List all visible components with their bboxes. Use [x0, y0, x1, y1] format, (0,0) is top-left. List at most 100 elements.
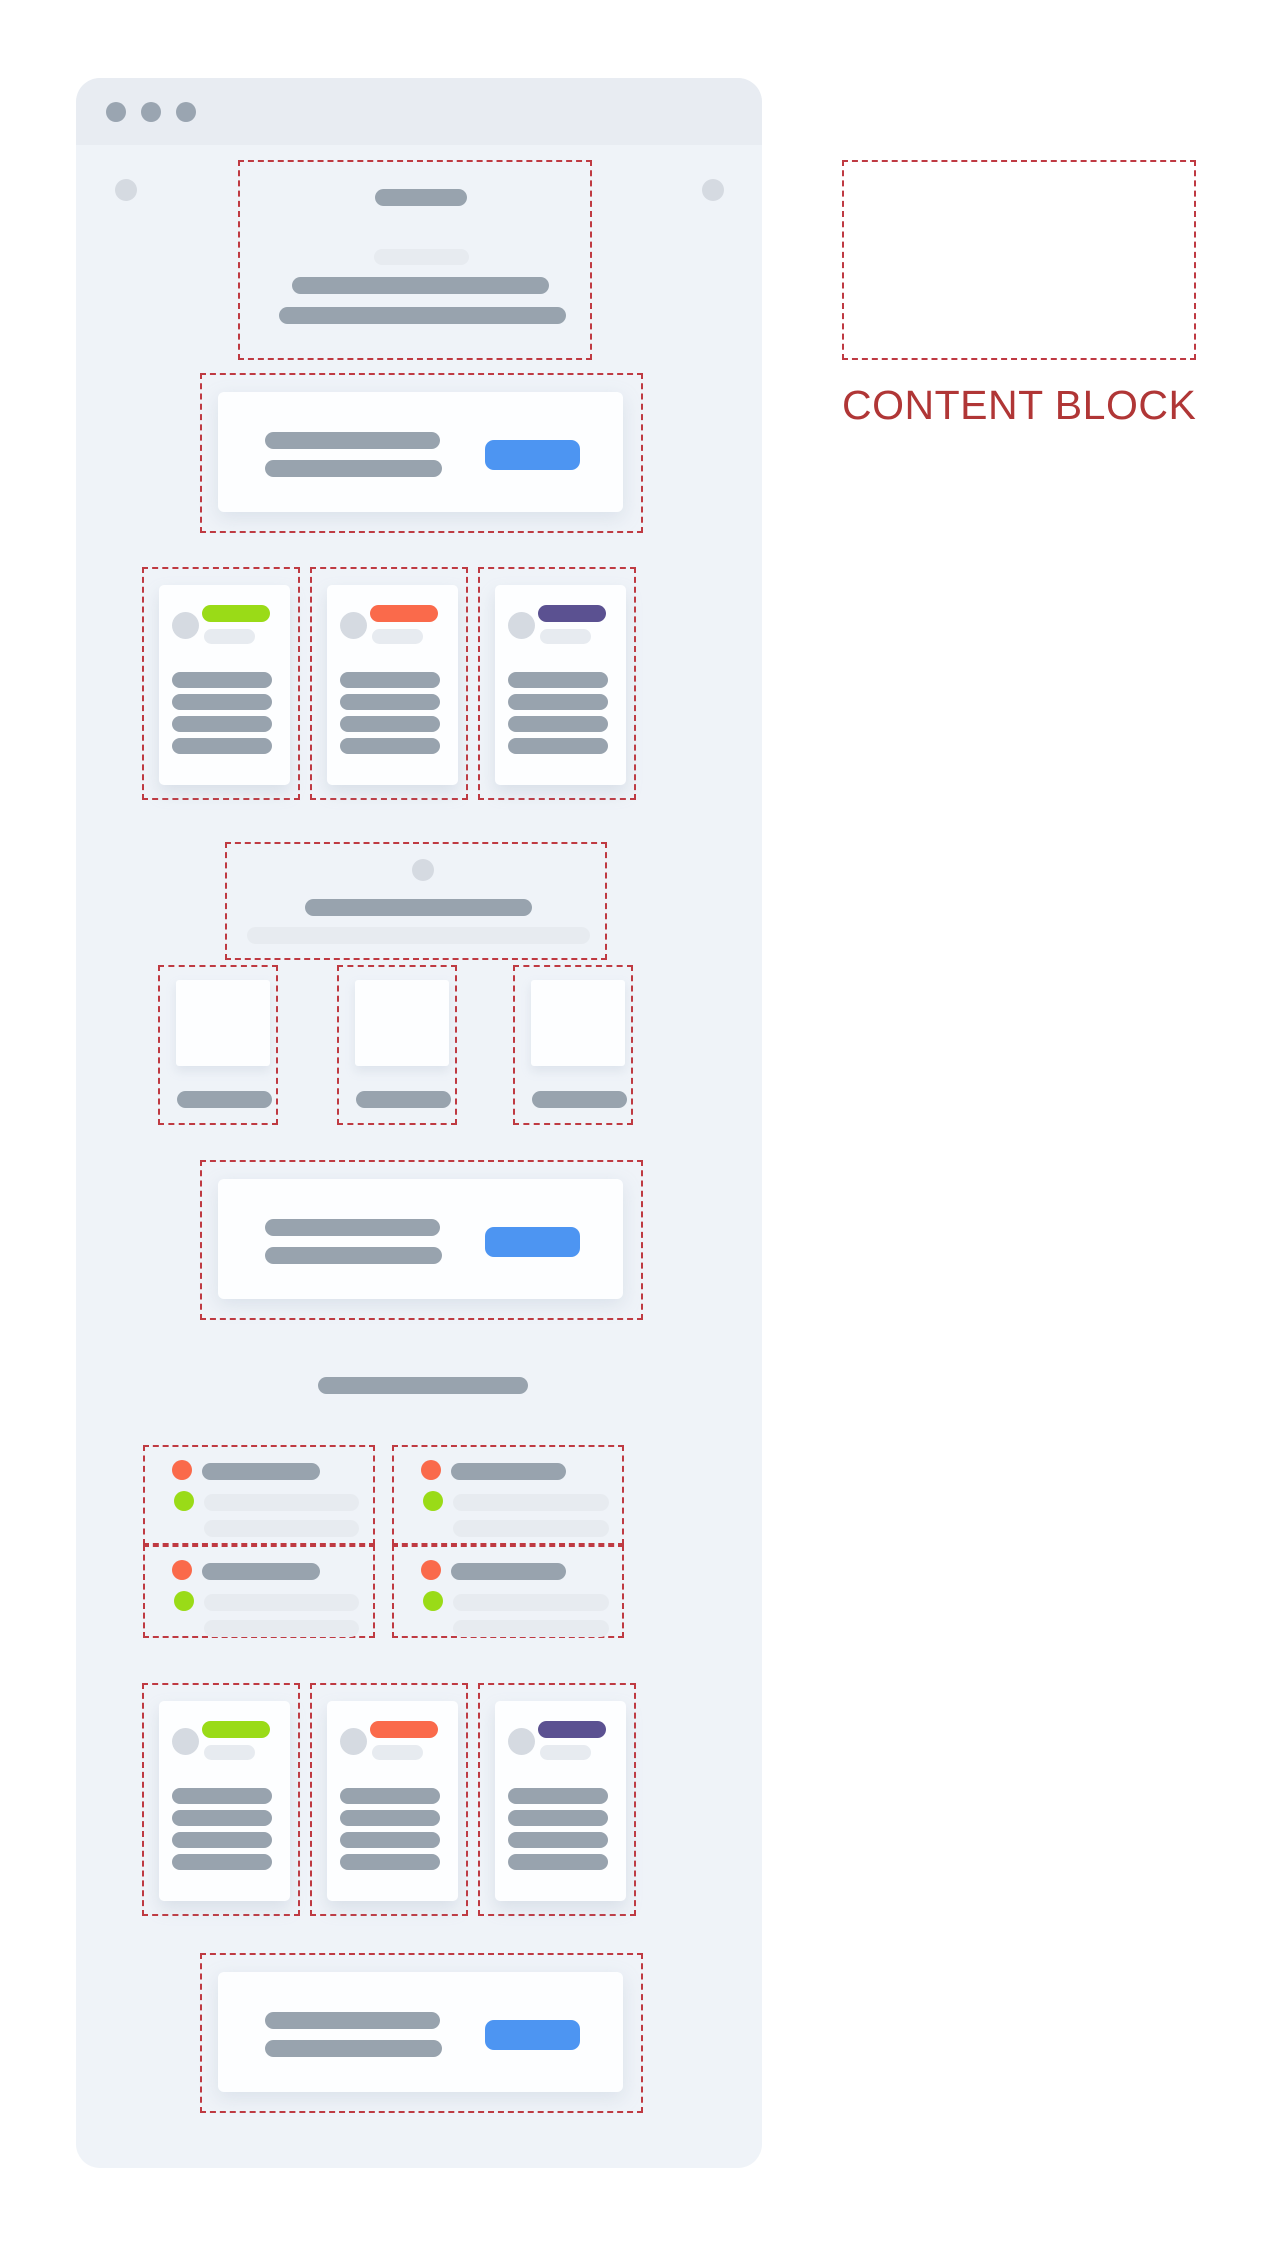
image-caption-placeholder: [356, 1091, 451, 1108]
image-placeholder: [176, 980, 270, 1066]
text-line-placeholder: [172, 738, 272, 754]
card-content-block: [142, 567, 300, 800]
subtitle-placeholder: [204, 1745, 255, 1760]
window-titlebar: [76, 78, 762, 145]
feature-title-placeholder: [451, 1563, 566, 1580]
feature-text-placeholder: [204, 1620, 359, 1637]
image-content-block: [513, 965, 633, 1125]
hero-heading-line-placeholder: [279, 307, 566, 324]
card-content-block: [310, 1683, 468, 1916]
profile-card: [495, 585, 626, 785]
name-tag-placeholder: [538, 605, 606, 622]
card-row: [142, 567, 640, 800]
feature-text-placeholder: [453, 1494, 609, 1511]
bullet-dot-icon: [423, 1491, 443, 1511]
right-decor-circle: [702, 179, 724, 201]
text-line-placeholder: [340, 672, 440, 688]
feature-text-placeholder: [204, 1494, 359, 1511]
subtitle-placeholder: [204, 629, 255, 644]
hero-subtext-placeholder: [374, 249, 469, 265]
window-control-dot-icon[interactable]: [176, 101, 196, 122]
profile-card: [495, 1701, 626, 1901]
profile-card: [159, 1701, 290, 1901]
avatar-circle: [340, 1728, 367, 1755]
subtitle-placeholder: [540, 629, 591, 644]
text-line-placeholder: [172, 1832, 272, 1848]
text-line-placeholder: [172, 672, 272, 688]
left-decor-circle: [115, 179, 137, 201]
image-caption-placeholder: [532, 1091, 627, 1108]
feature-text-placeholder: [453, 1620, 609, 1637]
section-header-content-block: [225, 842, 607, 960]
image-placeholder: [355, 980, 449, 1066]
name-tag-placeholder: [370, 605, 438, 622]
text-line-placeholder: [340, 738, 440, 754]
text-line-placeholder: [340, 716, 440, 732]
image-placeholder: [531, 980, 625, 1066]
cta-button-placeholder[interactable]: [485, 440, 580, 470]
profile-card: [327, 1701, 458, 1901]
legend-content-block-sample: [842, 160, 1196, 360]
cta-text-line-placeholder: [265, 1219, 440, 1236]
legend-label: CONTENT BLOCK: [842, 382, 1197, 428]
avatar-circle: [340, 612, 367, 639]
text-line-placeholder: [508, 1832, 608, 1848]
section-subtitle-placeholder: [247, 927, 590, 944]
text-line-placeholder: [340, 1810, 440, 1826]
avatar-circle: [172, 612, 199, 639]
feature-title-placeholder: [202, 1563, 320, 1580]
text-line-placeholder: [340, 1832, 440, 1848]
text-line-placeholder: [172, 1788, 272, 1804]
name-tag-placeholder: [370, 1721, 438, 1738]
profile-card: [327, 585, 458, 785]
feature-text-placeholder: [453, 1520, 609, 1537]
text-line-placeholder: [340, 694, 440, 710]
cta-text-line-placeholder: [265, 460, 442, 477]
image-content-block: [158, 965, 278, 1125]
text-line-placeholder: [508, 1854, 608, 1870]
name-tag-placeholder: [202, 605, 270, 622]
bullet-dot-icon: [174, 1591, 194, 1611]
browser-window: [76, 78, 762, 2168]
feature-title-placeholder: [451, 1463, 566, 1480]
bullet-dot-icon: [423, 1591, 443, 1611]
feature-text-placeholder: [204, 1520, 359, 1537]
cta-card: [218, 1179, 623, 1299]
bullet-dot-icon: [172, 1460, 192, 1480]
text-line-placeholder: [508, 738, 608, 754]
bullet-dot-icon: [174, 1491, 194, 1511]
avatar-circle: [508, 1728, 535, 1755]
feature-content-block: [392, 1445, 624, 1545]
subtitle-placeholder: [372, 629, 423, 644]
cta-card: [218, 1972, 623, 2092]
window-control-dot-icon[interactable]: [106, 101, 126, 122]
window-control-dot-icon[interactable]: [141, 101, 161, 122]
cta-card: [218, 392, 623, 512]
text-line-placeholder: [172, 1810, 272, 1826]
feature-content-block: [143, 1545, 375, 1638]
text-line-placeholder: [172, 716, 272, 732]
cta-content-block: [200, 1953, 643, 2113]
section-title-bar-placeholder: [318, 1377, 528, 1394]
card-content-block: [310, 567, 468, 800]
text-line-placeholder: [172, 694, 272, 710]
cta-button-placeholder[interactable]: [485, 2020, 580, 2050]
feature-text-placeholder: [204, 1594, 359, 1611]
avatar-circle: [508, 612, 535, 639]
cta-text-line-placeholder: [265, 2012, 440, 2029]
name-tag-placeholder: [538, 1721, 606, 1738]
hero-content-block: [238, 160, 592, 360]
image-caption-placeholder: [177, 1091, 272, 1108]
card-content-block: [478, 1683, 636, 1916]
subtitle-placeholder: [540, 1745, 591, 1760]
text-line-placeholder: [508, 1788, 608, 1804]
profile-card: [159, 585, 290, 785]
text-line-placeholder: [508, 716, 608, 732]
cta-button-placeholder[interactable]: [485, 1227, 580, 1257]
card-row: [142, 1683, 640, 1916]
cta-text-line-placeholder: [265, 1247, 442, 1264]
hero-kicker-placeholder: [375, 189, 467, 206]
cta-text-line-placeholder: [265, 2040, 442, 2057]
cta-content-block: [200, 1160, 643, 1320]
subtitle-placeholder: [372, 1745, 423, 1760]
